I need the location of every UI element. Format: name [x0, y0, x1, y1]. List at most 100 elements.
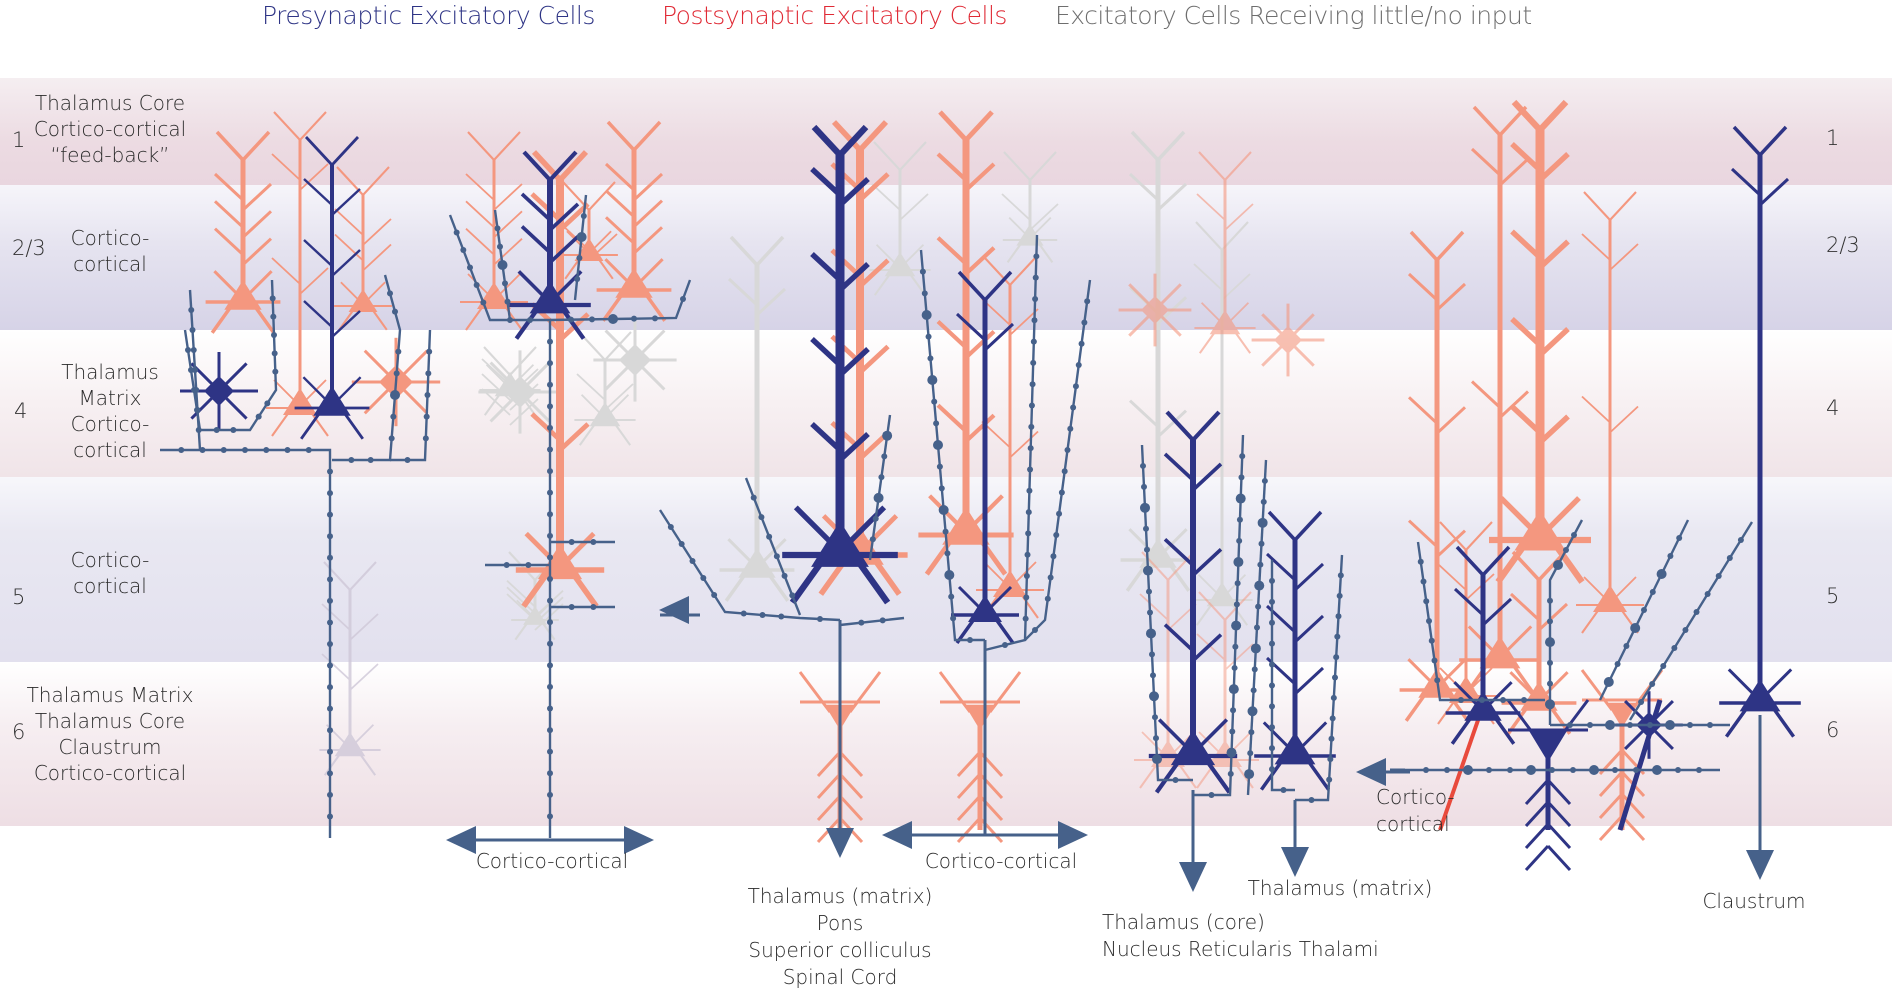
synaptic-bouton: [1269, 619, 1275, 626]
synaptic-bouton: [1423, 598, 1430, 605]
apical-tuft: [362, 166, 390, 196]
target-label: Superior colliculus: [748, 938, 932, 962]
basal-dendrite: [1197, 574, 1218, 594]
basal-dendrite: [248, 270, 273, 295]
layer-number-right: 2/3: [1826, 233, 1860, 257]
l5-postsynaptic-pyramid-small: [1576, 191, 1644, 634]
oblique-dendrite: [810, 167, 842, 197]
synaptic-bouton: [191, 387, 197, 393]
apical-tuft: [811, 124, 843, 158]
synaptic-bouton: [1280, 787, 1287, 793]
apical-tuft: [1583, 191, 1611, 221]
apical-tuft: [964, 110, 994, 142]
synaptic-bouton: [425, 370, 432, 377]
soma: [1464, 691, 1502, 721]
synaptic-bouton: [881, 453, 888, 460]
l4-main-axon: [160, 447, 333, 838]
soma: [884, 252, 916, 277]
synaptic-bouton: [327, 468, 333, 475]
layer-number-left: 1: [12, 128, 26, 152]
oblique-dendrite: [349, 663, 379, 691]
oblique-dendrite: [362, 218, 392, 246]
apical-tuft: [983, 256, 1011, 286]
l4-presynaptic-pyramid: [294, 136, 370, 440]
oblique-dendrite: [871, 183, 901, 211]
apical-tuft: [1191, 410, 1221, 442]
apical-tuft: [755, 235, 785, 267]
oblique-dendrite: [1581, 233, 1611, 261]
projection-arrows: [446, 596, 1774, 892]
oblique-dendrite: [1196, 633, 1226, 661]
oblique-dendrite: [362, 243, 392, 272]
l5-no-input-pyramid: [1120, 130, 1196, 592]
oblique-dendrite: [1193, 263, 1223, 291]
layer-6-band: [0, 662, 1892, 826]
dendrite-branch: [956, 750, 982, 778]
oblique-dendrite: [213, 172, 245, 202]
l5-axon-branch: [839, 616, 905, 627]
synaptic-bouton: [680, 296, 686, 302]
synaptic-bouton: [1704, 591, 1711, 597]
oblique-dendrite: [1224, 643, 1254, 671]
oblique-dendrite: [1498, 157, 1530, 187]
oblique-dendrite: [299, 267, 329, 295]
target-label: Nucleus Reticularis Thalami: [1102, 937, 1379, 961]
apical-tuft: [1003, 151, 1031, 181]
basal-dendrite: [1547, 496, 1581, 530]
input-label: Thalamus: [61, 360, 159, 384]
oblique-dendrite: [1407, 396, 1439, 425]
synaptic-bouton: [590, 539, 597, 545]
apical-tuft: [957, 270, 987, 302]
synaptic-bouton: [327, 791, 333, 798]
synaptic-bouton: [327, 684, 333, 691]
dendrite-branch: [1598, 792, 1624, 820]
apical-tuft: [831, 120, 863, 152]
synaptic-bouton: [1227, 770, 1234, 777]
oblique-dendrite: [1435, 282, 1467, 312]
dendrite-branch: [1546, 800, 1572, 828]
synaptic-bouton: [1084, 298, 1091, 305]
oblique-dendrite: [810, 422, 842, 452]
axon-segment: [1193, 434, 1245, 797]
oblique-dendrite: [936, 152, 968, 182]
dendrite-branch: [816, 750, 842, 778]
oblique-dendrite: [1537, 602, 1569, 632]
synaptic-bouton: [547, 770, 553, 777]
oblique-dendrite: [810, 337, 842, 367]
synaptic-bouton: [525, 562, 532, 568]
apical-tuft: [899, 141, 927, 171]
synaptic-bouton: [950, 615, 957, 622]
basal-dendrite: [798, 671, 832, 713]
synaptic-bouton: [1027, 466, 1034, 473]
synaptic-bouton: [921, 290, 928, 297]
synaptic-bouton: [1335, 613, 1342, 620]
axon-segment: [919, 249, 985, 642]
oblique-dendrite: [334, 233, 364, 262]
soma: [224, 280, 262, 310]
basal-dendrite: [1580, 669, 1614, 711]
synaptic-bouton: [1547, 597, 1553, 604]
axon-segment: [1416, 541, 1545, 702]
synaptic-bouton: [1547, 659, 1553, 666]
synaptic-bouton: [1152, 754, 1162, 765]
soma: [529, 281, 571, 314]
basal-dendrite: [989, 585, 1013, 609]
apical-tuft: [509, 346, 537, 376]
synaptic-bouton: [1153, 735, 1159, 742]
synaptic-bouton: [230, 427, 237, 433]
apical-tuft: [1267, 510, 1297, 542]
synaptic-bouton: [327, 490, 333, 497]
synaptic-bouton: [700, 575, 707, 581]
synaptic-bouton: [631, 315, 637, 322]
synaptic-bouton: [1696, 767, 1702, 773]
l5-no-input-pyramid-2: [1191, 221, 1253, 626]
synaptic-bouton: [1605, 720, 1615, 730]
synaptic-bouton: [1431, 657, 1438, 664]
layer-4-inputs: Thalamus Matrix Cortico- cortical: [61, 359, 159, 463]
apical-tuft: [1455, 545, 1485, 577]
synaptic-bouton: [580, 213, 587, 219]
apical-tuft: [588, 181, 616, 211]
synaptic-bouton: [944, 570, 955, 580]
oblique-dendrite: [1191, 548, 1223, 577]
synaptic-bouton: [1420, 578, 1427, 585]
